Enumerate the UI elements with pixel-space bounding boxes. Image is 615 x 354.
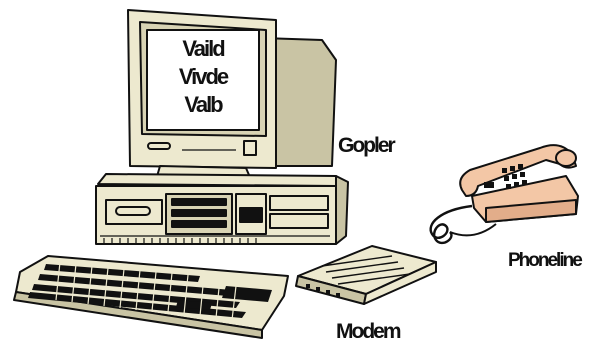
screen-line-1: Vaild [182, 36, 224, 61]
modem-icon [296, 246, 436, 304]
phone-cord [450, 224, 496, 235]
screen-line-3: Valb [184, 92, 223, 117]
screen-line-2: Vivde [179, 64, 229, 89]
keyboard-icon [14, 256, 288, 338]
system-unit [96, 174, 348, 244]
telephone-icon [431, 145, 578, 243]
modem-label: Modem [336, 320, 401, 343]
phoneline-label: Phoneline [508, 250, 582, 271]
monitor-icon [128, 10, 336, 182]
computer-icon [14, 10, 348, 338]
monitor-screen-text: Vaild Vivde Valb [179, 36, 229, 117]
computer-label: Gopler [338, 134, 396, 157]
